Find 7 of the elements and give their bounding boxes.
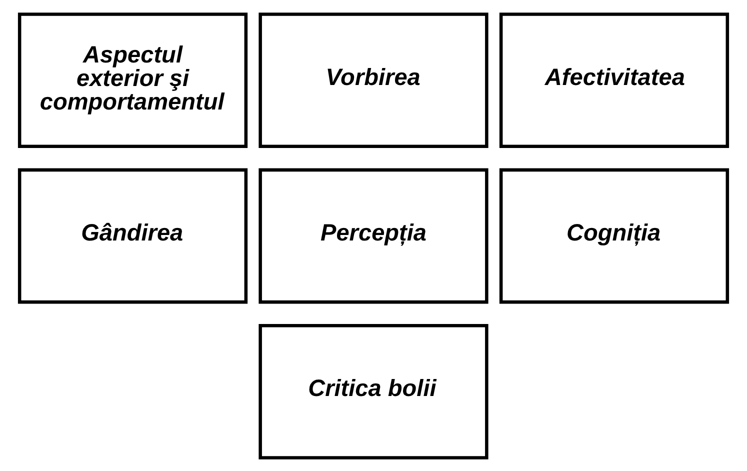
node-box: Afectivitatea xyxy=(499,12,730,148)
node-box: Gândirea xyxy=(18,168,248,304)
node-box: Percepția xyxy=(258,168,488,304)
node-box: Vorbirea xyxy=(258,12,488,148)
node-box: Critica bolii xyxy=(258,323,488,459)
node-box: Aspectul exterior şi comportamentul xyxy=(18,12,248,148)
node-box: Cogniția xyxy=(499,168,730,304)
